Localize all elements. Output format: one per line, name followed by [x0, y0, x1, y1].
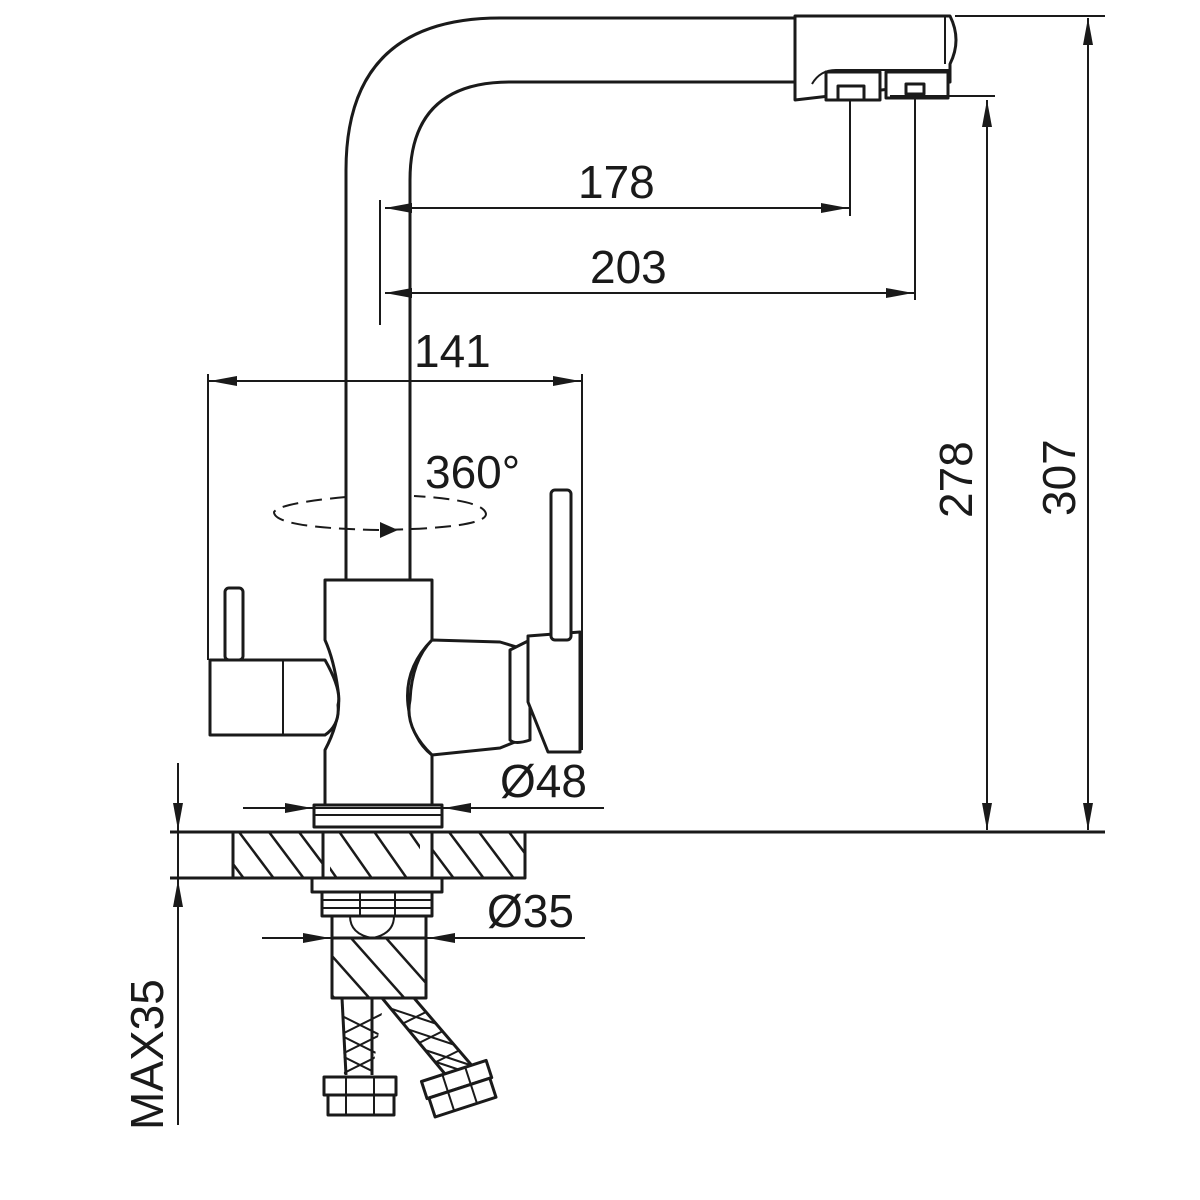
dim-307-label: 307 [1033, 439, 1085, 516]
right-handle-block [407, 638, 522, 757]
dim-278-label: 278 [930, 441, 982, 518]
main-body-column [323, 578, 434, 807]
spout-outer-edge [344, 16, 795, 580]
hose-fitting-left [322, 1075, 398, 1097]
spout-inner-edge [408, 80, 795, 580]
left-handle-block [208, 658, 341, 737]
dim-max35-label: MAX35 [121, 979, 173, 1130]
swivel-indicator: 360° [272, 446, 520, 538]
dim-203-label: 203 [590, 241, 667, 293]
countertop-section [170, 830, 1105, 1000]
dim-35-label: Ø35 [487, 885, 574, 937]
left-lever [223, 586, 245, 662]
dim-178-label: 178 [578, 156, 655, 208]
swivel-angle-label: 360° [425, 446, 520, 498]
faucet-body [208, 14, 958, 829]
right-lever [549, 488, 573, 642]
dim-141-label: 141 [414, 325, 491, 377]
right-handle-knob [526, 630, 582, 754]
mounting-nut [310, 876, 444, 894]
supply-hoses [322, 997, 498, 1119]
dim-48-label: Ø48 [500, 755, 587, 807]
dimension-lines: 178 203 141 278 307 Ø48 Ø [121, 15, 1105, 1130]
